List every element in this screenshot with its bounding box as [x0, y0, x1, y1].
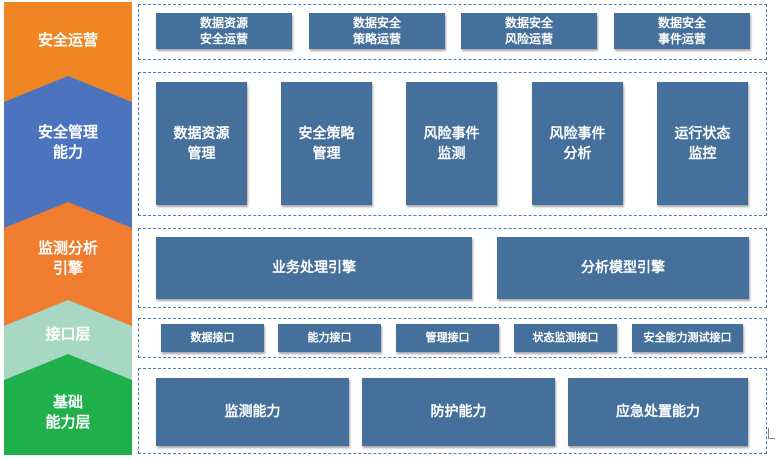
box-line: 数据接口: [190, 331, 235, 344]
panel-operations: [138, 4, 767, 60]
base-box: 监测能力: [156, 378, 349, 446]
layer-label-line: 引擎: [52, 259, 83, 277]
panel-base: [138, 368, 767, 454]
box-line: 分析: [563, 145, 592, 162]
layer-shape-management: [4, 72, 132, 228]
panel-engines: [138, 228, 767, 308]
interface-box: 数据接口: [161, 324, 264, 352]
layer-arrows: 安全运营 安全管理 能力 监测分析 引擎 接口层 基础 能力层: [4, 0, 132, 459]
layer-shape-operations: [4, 2, 132, 102]
layer-label-interface: 接口层: [4, 320, 132, 348]
base-box: 防护能力: [362, 378, 555, 446]
box-line: 能力接口: [307, 331, 352, 344]
box-line: 安全策略: [298, 125, 355, 142]
box-line: 安全运营: [199, 32, 248, 46]
box-line: 分析模型引擎: [581, 260, 665, 276]
layer-label-line: 能力层: [45, 413, 91, 431]
box-line: 策略运营: [352, 32, 401, 46]
paragraph-mark: [768, 428, 775, 439]
box-line: 业务处理引擎: [272, 260, 356, 276]
ops-box: 数据资源 安全运营: [156, 13, 292, 49]
mgmt-box: 运行状态 监控: [657, 82, 748, 205]
box-line: 监测: [437, 145, 466, 162]
box-line: 管理接口: [425, 331, 470, 344]
interface-box: 管理接口: [396, 324, 499, 352]
box-line: 监测能力: [224, 404, 281, 420]
interface-box: 安全能力测试接口: [632, 324, 743, 352]
box-line: 安全能力测试接口: [643, 331, 732, 344]
layer-label-base: 基础 能力层: [4, 388, 132, 436]
panel-interfaces: [138, 318, 767, 358]
panel-management: [138, 72, 767, 216]
base-box: 应急处置能力: [568, 378, 748, 446]
ops-box: 数据安全 风险运营: [461, 13, 597, 49]
box-line: 风险事件: [549, 125, 606, 142]
layer-shape-engine: [4, 198, 132, 326]
ops-box: 数据安全 事件运营: [614, 13, 750, 49]
box-line: 数据资源: [173, 125, 230, 142]
engine-box: 分析模型引擎: [497, 237, 749, 299]
box-line: 运行状态: [674, 125, 731, 142]
mgmt-box: 安全策略 管理: [281, 82, 372, 205]
box-line: 数据安全: [504, 16, 553, 30]
engine-box: 业务处理引擎: [156, 237, 472, 299]
box-line: 数据资源: [199, 16, 248, 30]
ops-box: 数据安全 策略运营: [309, 13, 445, 49]
layer-shape-base: [4, 352, 132, 455]
layer-label-engine: 监测分析 引擎: [4, 234, 132, 282]
layer-arrow-shapes: [4, 2, 132, 455]
layer-label-line: 监测分析: [37, 239, 98, 257]
box-line: 事件运营: [657, 32, 706, 46]
box-line: 数据安全: [352, 16, 401, 30]
box-line: 监控: [688, 145, 717, 162]
interface-box: 状态监测接口: [514, 324, 617, 352]
layer-label-operations: 安全运营: [4, 22, 132, 58]
layer-label-line: 能力: [52, 143, 83, 161]
mgmt-box: 风险事件 分析: [532, 82, 623, 205]
layer-label-line: 基础: [52, 393, 83, 411]
layer-label-line: 安全管理: [37, 123, 98, 141]
layer-shape-interface: [4, 296, 132, 380]
interface-box: 能力接口: [278, 324, 381, 352]
mgmt-box: 数据资源 管理: [156, 82, 247, 205]
box-line: 管理: [312, 145, 341, 162]
box-line: 数据安全: [657, 16, 706, 30]
box-line: 状态监测接口: [532, 331, 599, 344]
layer-label-line: 接口层: [45, 325, 91, 343]
box-line: 风险事件: [423, 125, 480, 142]
layer-label-management: 安全管理 能力: [4, 118, 132, 166]
box-line: 应急处置能力: [616, 404, 700, 420]
mgmt-box: 风险事件 监测: [406, 82, 497, 205]
box-line: 防护能力: [430, 404, 487, 420]
box-line: 风险运营: [504, 32, 553, 46]
box-line: 管理: [187, 145, 216, 162]
layer-label-line: 安全运营: [37, 31, 98, 49]
